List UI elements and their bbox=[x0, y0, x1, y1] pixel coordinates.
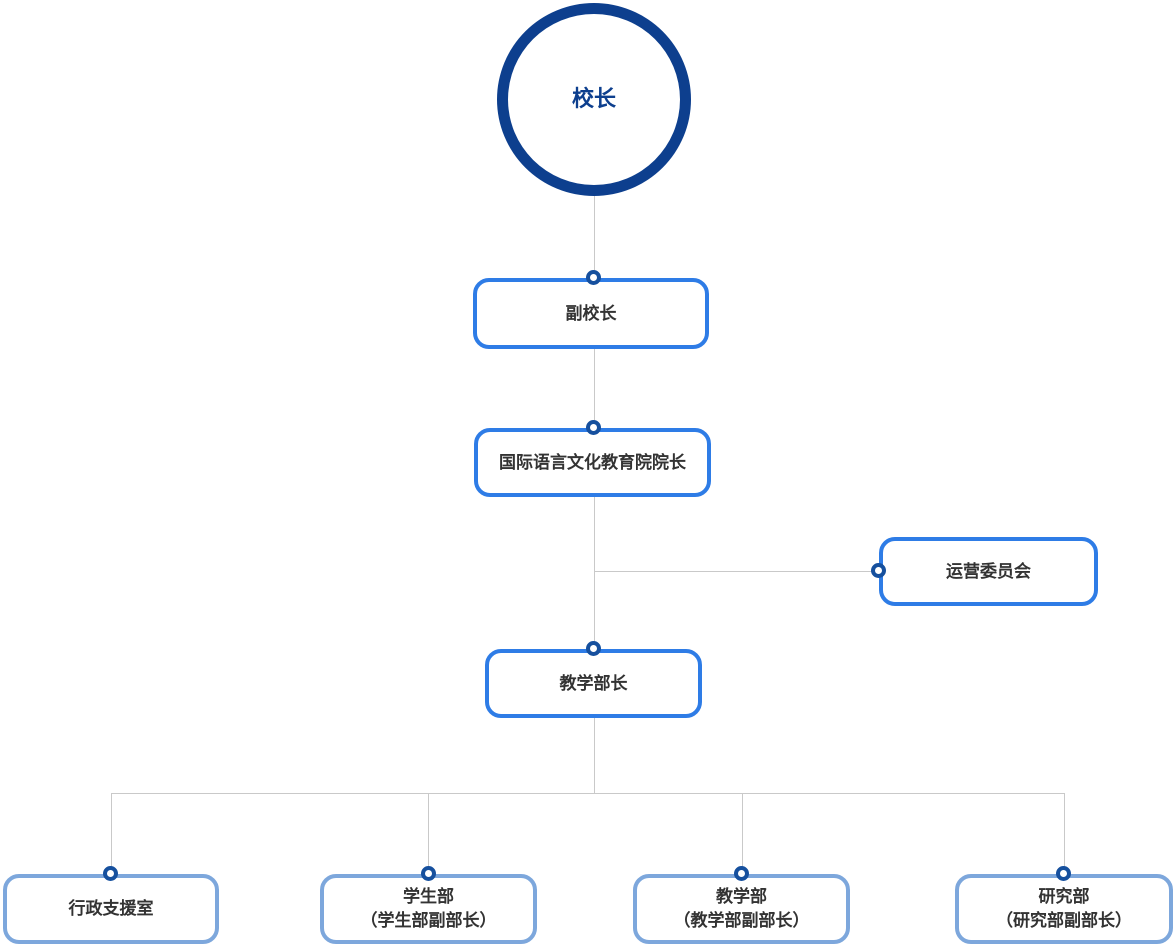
node-institute-director-label: 国际语言文化教育院院长 bbox=[499, 452, 686, 472]
dept-label-line2: （研究部副部长） bbox=[996, 911, 1132, 930]
connector-drop-research-dept bbox=[1064, 793, 1065, 868]
connector-dot bbox=[421, 866, 436, 881]
node-admin-support-office: 行政支援室 bbox=[3, 874, 219, 944]
node-teaching-department-label: 教学部 （教学部副部长） bbox=[674, 885, 810, 933]
connector-drop-admin-office bbox=[111, 793, 112, 868]
node-operations-committee: 运营委员会 bbox=[879, 537, 1098, 606]
connector-dot bbox=[586, 641, 601, 656]
connector-horizontal-bus bbox=[111, 793, 1064, 794]
dept-label-line1: 教学部 bbox=[716, 887, 767, 907]
connector-branch-to-operations bbox=[594, 571, 875, 572]
node-institute-director: 国际语言文化教育院院长 bbox=[474, 428, 711, 497]
dept-label-line1: 学生部 bbox=[403, 887, 454, 907]
connector-dot bbox=[871, 563, 886, 578]
node-student-department-label: 学生部 （学生部副部长） bbox=[361, 885, 497, 933]
node-academic-dean: 教学部长 bbox=[485, 649, 702, 718]
node-academic-dean-label: 教学部长 bbox=[559, 673, 628, 693]
node-vice-principal-label: 副校长 bbox=[565, 303, 617, 323]
connector-dot bbox=[1056, 866, 1071, 881]
node-research-department-label: 研究部 （研究部副部长） bbox=[996, 885, 1132, 933]
node-teaching-department: 教学部 （教学部副部长） bbox=[633, 874, 850, 944]
connector-principal-to-vice bbox=[594, 196, 595, 272]
node-admin-support-office-label: 行政支援室 bbox=[69, 897, 154, 921]
dept-label-line2: （教学部副部长） bbox=[673, 911, 810, 930]
connector-dot bbox=[103, 866, 118, 881]
node-principal: 校长 bbox=[497, 3, 691, 196]
node-principal-label: 校长 bbox=[571, 86, 616, 112]
connector-dot bbox=[586, 420, 601, 435]
connector-director-to-dean bbox=[594, 497, 595, 643]
connector-dot bbox=[586, 270, 601, 285]
node-student-department: 学生部 （学生部副部长） bbox=[320, 874, 537, 944]
node-operations-committee-label: 运营委员会 bbox=[946, 561, 1031, 581]
connector-drop-student-dept bbox=[428, 793, 429, 868]
connector-dot bbox=[734, 866, 749, 881]
connector-dean-to-bus bbox=[594, 718, 595, 793]
dept-label-line2: （学生部副部长） bbox=[360, 911, 497, 930]
connector-drop-teaching-dept bbox=[742, 793, 743, 868]
dept-label-line1: 行政支援室 bbox=[68, 899, 154, 919]
connector-vice-to-director bbox=[594, 349, 595, 422]
node-research-department: 研究部 （研究部副部长） bbox=[955, 874, 1173, 944]
dept-label-line1: 研究部 bbox=[1038, 887, 1090, 907]
node-vice-principal: 副校长 bbox=[473, 278, 709, 349]
